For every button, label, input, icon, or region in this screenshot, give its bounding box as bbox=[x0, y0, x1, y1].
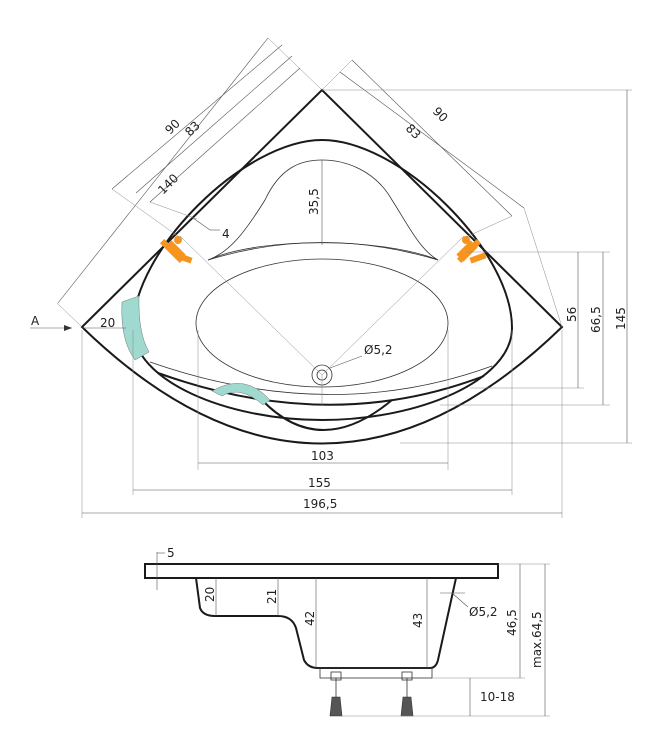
dim-depth-left: 42 bbox=[303, 611, 317, 626]
dim-left-83: 83 bbox=[182, 118, 203, 139]
faucet-left bbox=[159, 236, 193, 264]
dim-backrest-depth: 35,5 bbox=[307, 188, 321, 215]
top-view: A 90 83 140 4 90 83 35,5 20 Ø5,2 bbox=[30, 37, 632, 518]
diagonal-left bbox=[179, 235, 323, 376]
diagonal-right bbox=[321, 235, 465, 376]
view-arrow-head bbox=[64, 325, 72, 331]
dim-max-height: max.64,5 bbox=[530, 611, 544, 668]
dim-side-drain: Ø5,2 bbox=[469, 605, 498, 619]
backrest bbox=[207, 159, 439, 261]
backrest-lip bbox=[207, 242, 439, 261]
seat-inner bbox=[149, 361, 493, 395]
dim-total-depth: 145 bbox=[614, 307, 628, 330]
basin-oval bbox=[195, 258, 449, 388]
tub-inner-rim bbox=[131, 138, 514, 422]
dim-leg-adjust: 10-18 bbox=[480, 690, 515, 704]
leg-right bbox=[400, 671, 414, 717]
faucet-right bbox=[456, 236, 487, 264]
dim-basin-width: 103 bbox=[311, 449, 334, 463]
side-view: 5 20 21 42 43 Ø5,2 46,5 max.64,5 10-18 bbox=[144, 546, 550, 717]
dim-depth-56: 56 bbox=[565, 307, 579, 322]
grip-bottom bbox=[211, 383, 271, 406]
dim-rim-offset: 4 bbox=[222, 227, 230, 241]
view-arrow-label: A bbox=[31, 314, 40, 328]
dim-left-90: 90 bbox=[162, 116, 183, 137]
dim-total-width: 196,5 bbox=[303, 497, 337, 511]
side-body bbox=[195, 577, 457, 669]
tub-outer-outline bbox=[80, 88, 564, 445]
dim-seat-depth: 20 bbox=[203, 587, 217, 602]
leg-left bbox=[329, 671, 343, 717]
dim-right-83: 83 bbox=[403, 121, 424, 142]
dim-depth-66: 66,5 bbox=[589, 306, 603, 333]
dim-rim-thickness: 5 bbox=[167, 546, 175, 560]
footwell bbox=[261, 399, 393, 431]
side-rim bbox=[144, 563, 499, 579]
dim-overall-height: 46,5 bbox=[505, 609, 519, 636]
dim-step-depth: 21 bbox=[265, 589, 279, 604]
seat-front bbox=[157, 372, 485, 406]
dim-seat-width: 20 bbox=[100, 316, 115, 330]
dim-drain: Ø5,2 bbox=[364, 343, 393, 357]
dim-inner-width: 155 bbox=[308, 476, 331, 490]
grip-left bbox=[121, 295, 150, 361]
dim-depth-right: 43 bbox=[411, 613, 425, 628]
side-base bbox=[319, 667, 433, 679]
dim-right-90: 90 bbox=[430, 104, 451, 125]
